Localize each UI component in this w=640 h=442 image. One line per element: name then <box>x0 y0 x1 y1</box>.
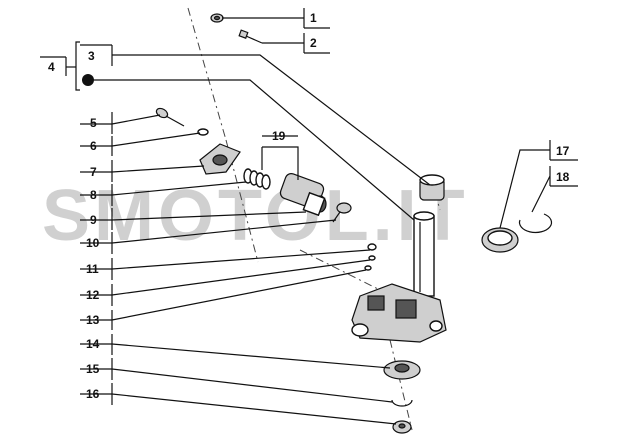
axis-line-bottom <box>389 339 413 431</box>
label-13: 13 <box>80 310 113 330</box>
label-3: 3 <box>80 44 113 66</box>
leader-3 <box>112 54 431 186</box>
label-11: 11 <box>80 258 113 280</box>
svg-text:6: 6 <box>90 139 97 153</box>
label-14: 14 <box>80 334 113 355</box>
svg-text:4: 4 <box>48 60 55 74</box>
label-10: 10 <box>80 232 113 254</box>
svg-text:12: 12 <box>86 288 100 302</box>
svg-text:16: 16 <box>86 387 100 401</box>
leader-11 <box>111 249 371 270</box>
label-4: 4 <box>40 56 67 76</box>
svg-text:14: 14 <box>86 337 100 351</box>
leader-15 <box>111 368 393 403</box>
leader-10 <box>111 219 337 244</box>
part-12-washer <box>364 265 372 271</box>
svg-text:2: 2 <box>310 36 317 50</box>
leader-12 <box>111 259 371 296</box>
leader-9 <box>111 211 307 221</box>
svg-text:9: 9 <box>90 213 97 227</box>
part-18-snap-ring <box>518 213 553 234</box>
part-16-nut <box>392 420 412 434</box>
label-8: 8 <box>80 184 113 206</box>
axis-line-top <box>187 7 227 141</box>
watermark-text: SMOTOL.IT <box>42 176 469 256</box>
svg-text:3: 3 <box>88 49 95 63</box>
label-16: 16 <box>80 383 113 405</box>
svg-text:11: 11 <box>86 262 99 276</box>
part-17-clamp <box>481 227 519 253</box>
leader-7 <box>111 165 205 173</box>
label-19: 19 <box>262 129 298 143</box>
leader-8 <box>111 181 247 196</box>
leader-16 <box>111 393 397 425</box>
svg-text:19: 19 <box>272 129 286 143</box>
leader-17 <box>499 149 550 229</box>
part-2-screw <box>238 29 263 44</box>
label-15: 15 <box>80 358 113 380</box>
label-18: 18 <box>549 166 578 187</box>
svg-text:5: 5 <box>90 116 97 130</box>
svg-text:15: 15 <box>86 362 100 376</box>
leader-6 <box>111 132 201 147</box>
svg-text:7: 7 <box>90 165 97 179</box>
label-6: 6 <box>80 136 113 156</box>
part-9-fitting <box>332 202 352 223</box>
leader-14 <box>111 343 391 369</box>
bracket-4 <box>75 41 80 91</box>
bullet-icon <box>82 74 94 86</box>
label-17: 17 <box>549 140 578 161</box>
part-1-nut <box>210 13 224 23</box>
part-14-gear <box>383 360 421 380</box>
part-13-pump-body <box>351 211 447 343</box>
part-8-spring <box>243 168 271 190</box>
part-7-cover-plate <box>199 143 241 175</box>
label-5: 5 <box>80 112 113 134</box>
svg-text:13: 13 <box>86 313 100 327</box>
part-15-circlip <box>391 399 413 407</box>
part-3-cap <box>419 174 445 201</box>
part-10-washer <box>367 243 377 251</box>
svg-text:8: 8 <box>90 188 97 202</box>
leader-5 <box>111 114 161 125</box>
label-1: 1 <box>303 8 330 29</box>
part-5-bolt <box>155 107 185 127</box>
svg-text:1: 1 <box>310 11 317 25</box>
leader-bullet <box>94 79 415 221</box>
part-11-washer <box>368 255 376 261</box>
label-2: 2 <box>303 33 330 54</box>
label-7: 7 <box>80 160 113 182</box>
svg-text:17: 17 <box>556 144 570 158</box>
leader-13 <box>111 269 367 321</box>
label-12: 12 <box>80 284 113 306</box>
part-19-valve-body <box>279 173 327 217</box>
part-6-washer <box>197 128 209 136</box>
label-9: 9 <box>80 208 113 230</box>
svg-text:10: 10 <box>86 236 100 250</box>
leader-18 <box>531 175 551 213</box>
bracket-19 <box>261 146 299 180</box>
svg-text:18: 18 <box>556 170 570 184</box>
